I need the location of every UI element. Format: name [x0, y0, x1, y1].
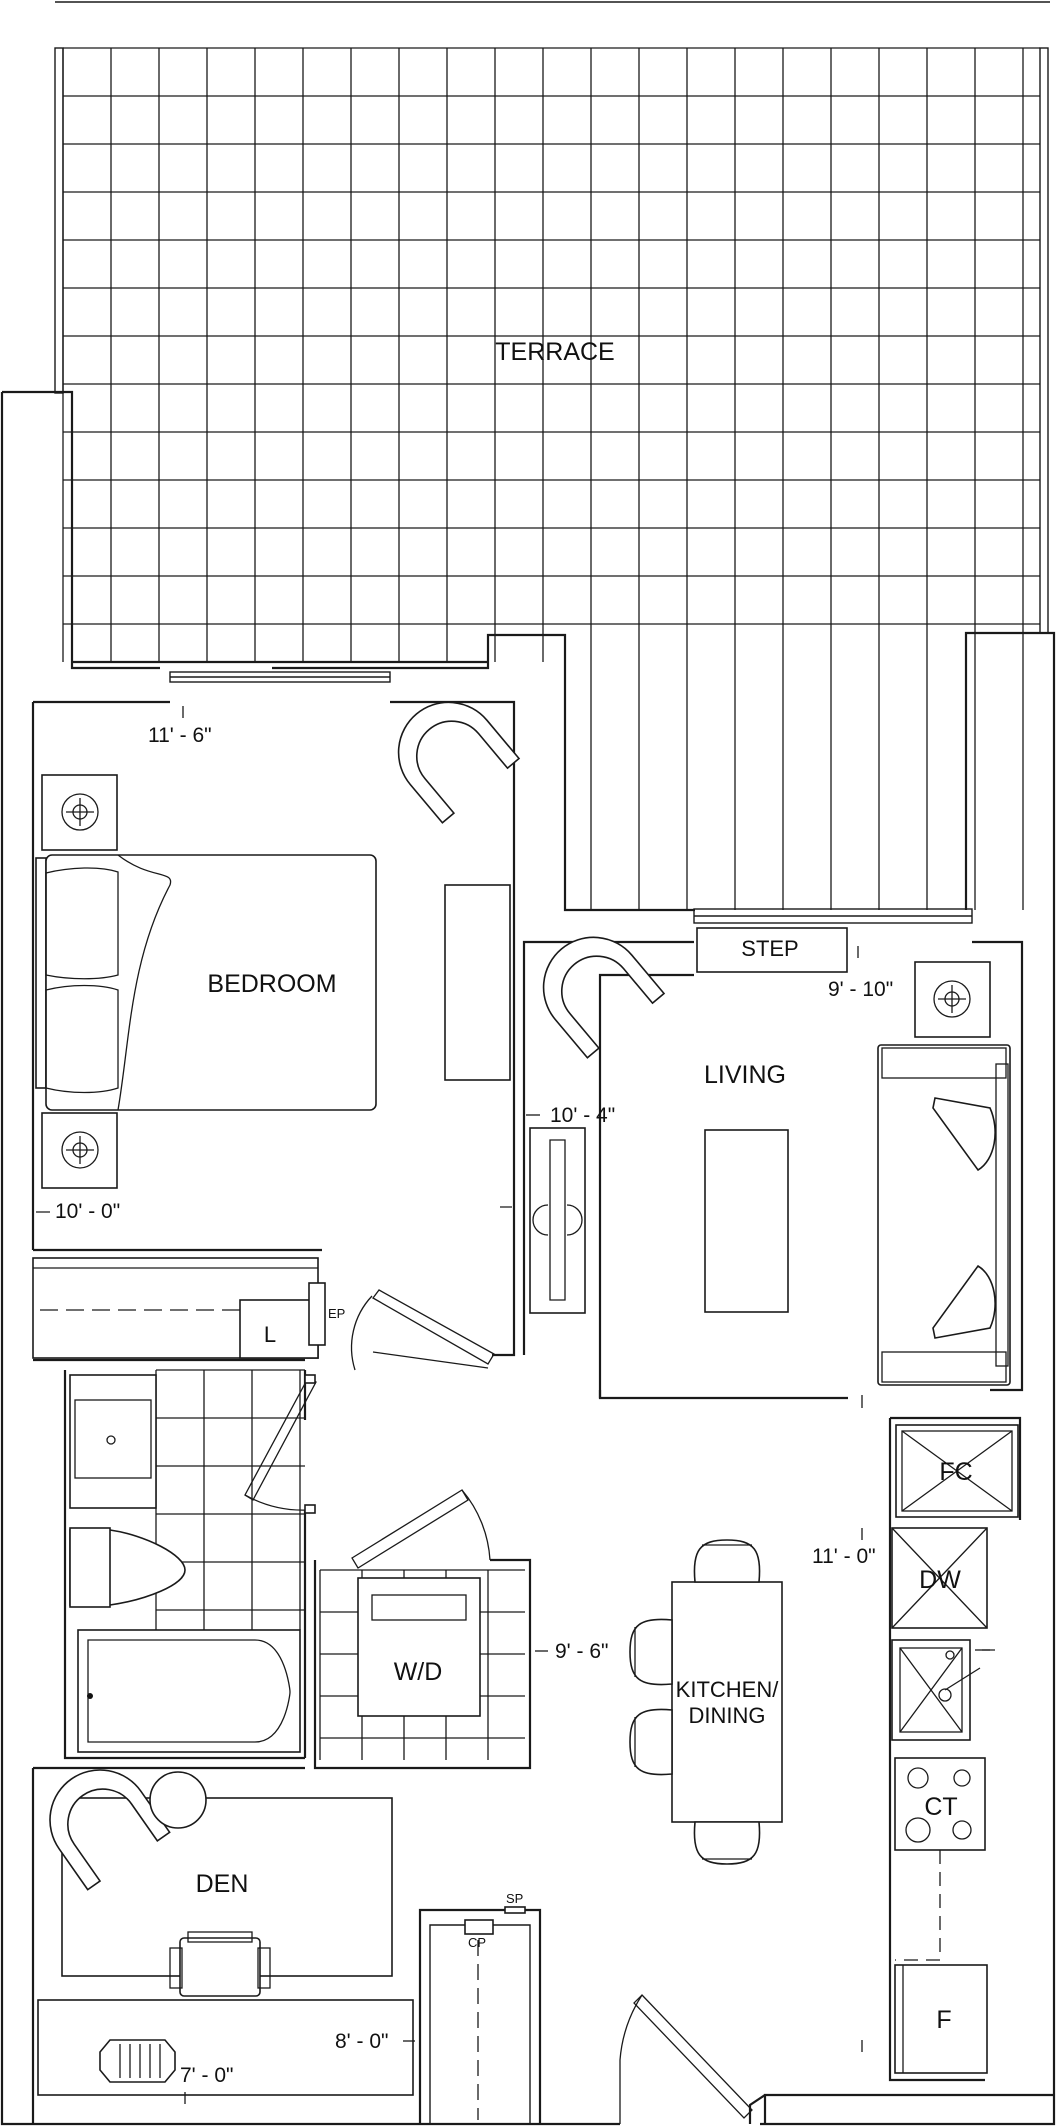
- living-inner: [598, 973, 694, 1398]
- burner-icon: [953, 1769, 971, 1787]
- bedroom-label: BEDROOM: [207, 970, 336, 998]
- den-desk-accessory: [99, 2039, 176, 2083]
- dining-chair-bottom: [693, 1821, 761, 1865]
- kitchen-label-line2: DINING: [689, 1703, 766, 1728]
- dining-table: [671, 1581, 783, 1823]
- bathtub: [77, 1629, 301, 1753]
- den-armchair: [49, 1769, 171, 1891]
- dining-chair-top: [693, 1539, 761, 1583]
- kitchen-width-dim: 11' - 0": [812, 1545, 876, 1568]
- fridge[interactable]: [894, 1964, 988, 2074]
- tv-console: [529, 1127, 586, 1314]
- bedroom-width-dim: 11' - 6": [148, 724, 212, 747]
- entry-closet: CP SP: [418, 1891, 542, 2124]
- entry-closet-walls: [418, 1908, 542, 2124]
- den: DEN 8' - 0" 7' - 0": [31, 1766, 415, 2124]
- bedroom-door[interactable]: [372, 1289, 495, 1365]
- den-depth-dim: 7' - 0": [180, 2064, 233, 2087]
- entry-door[interactable]: [619, 1994, 766, 2124]
- sprinkler: [504, 1906, 526, 1914]
- bedroom-armchair: [397, 701, 521, 824]
- dishwasher-label: DW: [919, 1566, 961, 1594]
- coat-closet-panel: [464, 1919, 494, 1935]
- burner-icon: [907, 1767, 929, 1789]
- washer-dryer[interactable]: [357, 1577, 481, 1717]
- kitchen-depth-dim: 9' - 6": [555, 1640, 608, 1663]
- coffee-table: [704, 1129, 789, 1313]
- fan-coil-label: FC: [939, 1458, 972, 1486]
- sofa-cushion-bottom: [932, 1264, 996, 1339]
- kitchen-label-line1: KITCHEN/: [676, 1677, 780, 1702]
- kitchen-counter-walls: [888, 1416, 1022, 2082]
- laundry-door[interactable]: [351, 1489, 469, 1569]
- laundry: W/D: [313, 1489, 532, 1770]
- bathroom-door-swing: [244, 1494, 309, 1511]
- terrace-railing-right: [1039, 47, 1049, 634]
- bed-duvet-fold: [117, 854, 172, 1111]
- exterior-wall-corner: [763, 2093, 1054, 2124]
- closet-walls: [33, 1248, 322, 1362]
- linen-label: L: [264, 1322, 276, 1347]
- bathroom-tile-grid: [155, 1369, 305, 1630]
- tub-drain: [87, 1693, 93, 1699]
- pillow-top: [45, 867, 119, 980]
- step-label: STEP: [741, 936, 798, 961]
- vanity: [69, 1374, 157, 1509]
- desk: [37, 1999, 414, 2096]
- dresser: [444, 884, 511, 1081]
- washer-dryer-label: W/D: [394, 1658, 443, 1686]
- dining-chair-left-top: [629, 1618, 673, 1686]
- den-label: DEN: [196, 1870, 249, 1898]
- bed-headboard: [35, 857, 47, 1089]
- upper-cabinet-line: [895, 1850, 941, 1961]
- kitchen: FC DW CT F 11' - 0": [535, 1395, 1022, 2082]
- bed: [45, 854, 377, 1111]
- terrace: TERRACE: [54, 1, 1050, 910]
- electrical-panel-label: EP: [328, 1306, 345, 1321]
- fridge-label: F: [936, 2006, 951, 2034]
- den-width-dim: 8' - 0": [335, 2030, 388, 2053]
- step: [696, 927, 848, 973]
- living-width-dim: 9' - 10": [828, 978, 893, 1001]
- dining-chair-left-bottom: [629, 1708, 673, 1776]
- cooktop-label: CT: [924, 1793, 957, 1821]
- pillow-bottom: [45, 984, 119, 1094]
- entry-door-swing: [619, 1994, 643, 2124]
- den-side-table: [149, 1771, 207, 1829]
- faucet: [944, 1667, 981, 1691]
- bedroom: L EP BEDROOM 11' - 6" 10' - 0": [31, 700, 521, 1371]
- exterior-walls: [0, 390, 1056, 2126]
- entry-door-leaf[interactable]: [633, 1994, 753, 2119]
- bedroom-depth-dim: 10' - 0": [55, 1200, 120, 1223]
- burner-icon: [905, 1817, 931, 1843]
- bathroom: [63, 1369, 317, 1760]
- tv: [549, 1139, 566, 1301]
- sink-drain: [106, 1435, 116, 1445]
- den-walls: [31, 1766, 305, 2124]
- living-room: STEP LIVING 9' - 10" 10' - 4": [522, 927, 1024, 1400]
- sprinkler-label: SP: [506, 1891, 523, 1906]
- terrace-tile-grid: [62, 47, 1040, 910]
- burner-icon: [952, 1820, 972, 1840]
- linen-closet: [239, 1299, 319, 1359]
- laundry-walls: [313, 1558, 532, 1770]
- exterior-wall-top: [2, 390, 1056, 2126]
- electrical-panel: [308, 1282, 326, 1346]
- living-armchair: [542, 936, 666, 1059]
- cooktop[interactable]: [894, 1757, 986, 1851]
- terrace-railing-left: [54, 47, 64, 394]
- living-label: LIVING: [704, 1061, 786, 1089]
- coat-closet-label: CP: [468, 1935, 486, 1950]
- sofa-cushion-top: [932, 1097, 996, 1172]
- desk-chair: [179, 1937, 261, 1997]
- bedroom-door-swing: [350, 1295, 373, 1371]
- laundry-door-swing: [461, 1489, 491, 1561]
- terrace-label: TERRACE: [495, 338, 614, 366]
- living-depth-dim: 10' - 4": [550, 1104, 615, 1127]
- exterior-wall-left-bottom: [0, 392, 620, 2126]
